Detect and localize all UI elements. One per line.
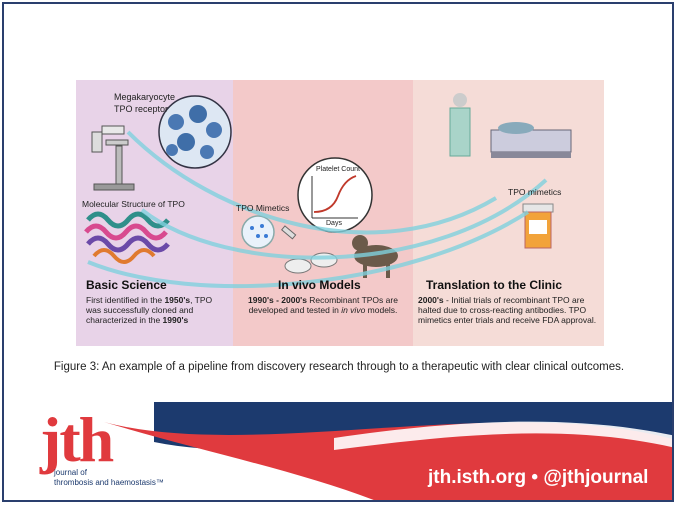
panel-title-clinic: Translation to the Clinic <box>426 278 563 292</box>
jth-logo: jth <box>40 404 114 475</box>
pipeline-arrow <box>126 130 498 235</box>
journal-link[interactable]: jth.isth.org • @jthjournal <box>428 467 649 488</box>
panel-desc-clinic: 2000's - Initial trials of recombinant T… <box>418 295 597 325</box>
figure-illustrations <box>84 93 572 289</box>
panel-desc-in-vivo: 1990's - 2000's Recombinant TPOs are dev… <box>248 295 398 315</box>
logo-subtitle-1: journal of <box>54 468 87 477</box>
figure-caption: Figure 3: An example of a pipeline from … <box>53 361 625 373</box>
pipeline-figure: Megakaryocyte TPO receptor Molecular Str… <box>76 80 604 346</box>
microscope-icon <box>91 125 135 191</box>
platelet-count-label: Platelet Count <box>316 166 360 173</box>
brand-banner <box>4 402 672 500</box>
slide-frame: Megakaryocyte TPO receptor Molecular Str… <box>2 2 674 502</box>
pipeline-arrow <box>87 210 530 289</box>
megakaryocyte-cell-icon <box>158 95 232 169</box>
panel-title-basic-science: Basic Science <box>86 278 167 292</box>
logo-subtitle-2: thrombosis and haemostasis™ <box>54 478 164 487</box>
syringe-icon <box>281 225 297 240</box>
tpo-mimetics-label: TPO Mimetics <box>236 203 290 213</box>
megakaryocyte-label: Megakaryocyte <box>114 92 176 102</box>
panel-desc-basic-science: First identified in the 1950's, TPO was … <box>86 295 213 325</box>
molecular-structure-label: Molecular Structure of TPO <box>82 199 185 209</box>
clinic-scene-icon <box>449 93 572 158</box>
pill-bottle-icon <box>522 203 554 249</box>
days-label: Days <box>326 220 342 227</box>
tpo-receptor-label: TPO receptor <box>114 104 169 114</box>
tpo-protein-structure-icon <box>84 211 170 264</box>
tpo-mimetics-clinic-label: TPO mimetics <box>508 187 562 197</box>
pipeline-arrow <box>140 178 548 260</box>
petri-dish-icon <box>241 215 275 249</box>
panel-title-in-vivo: In vivo Models <box>278 278 361 292</box>
